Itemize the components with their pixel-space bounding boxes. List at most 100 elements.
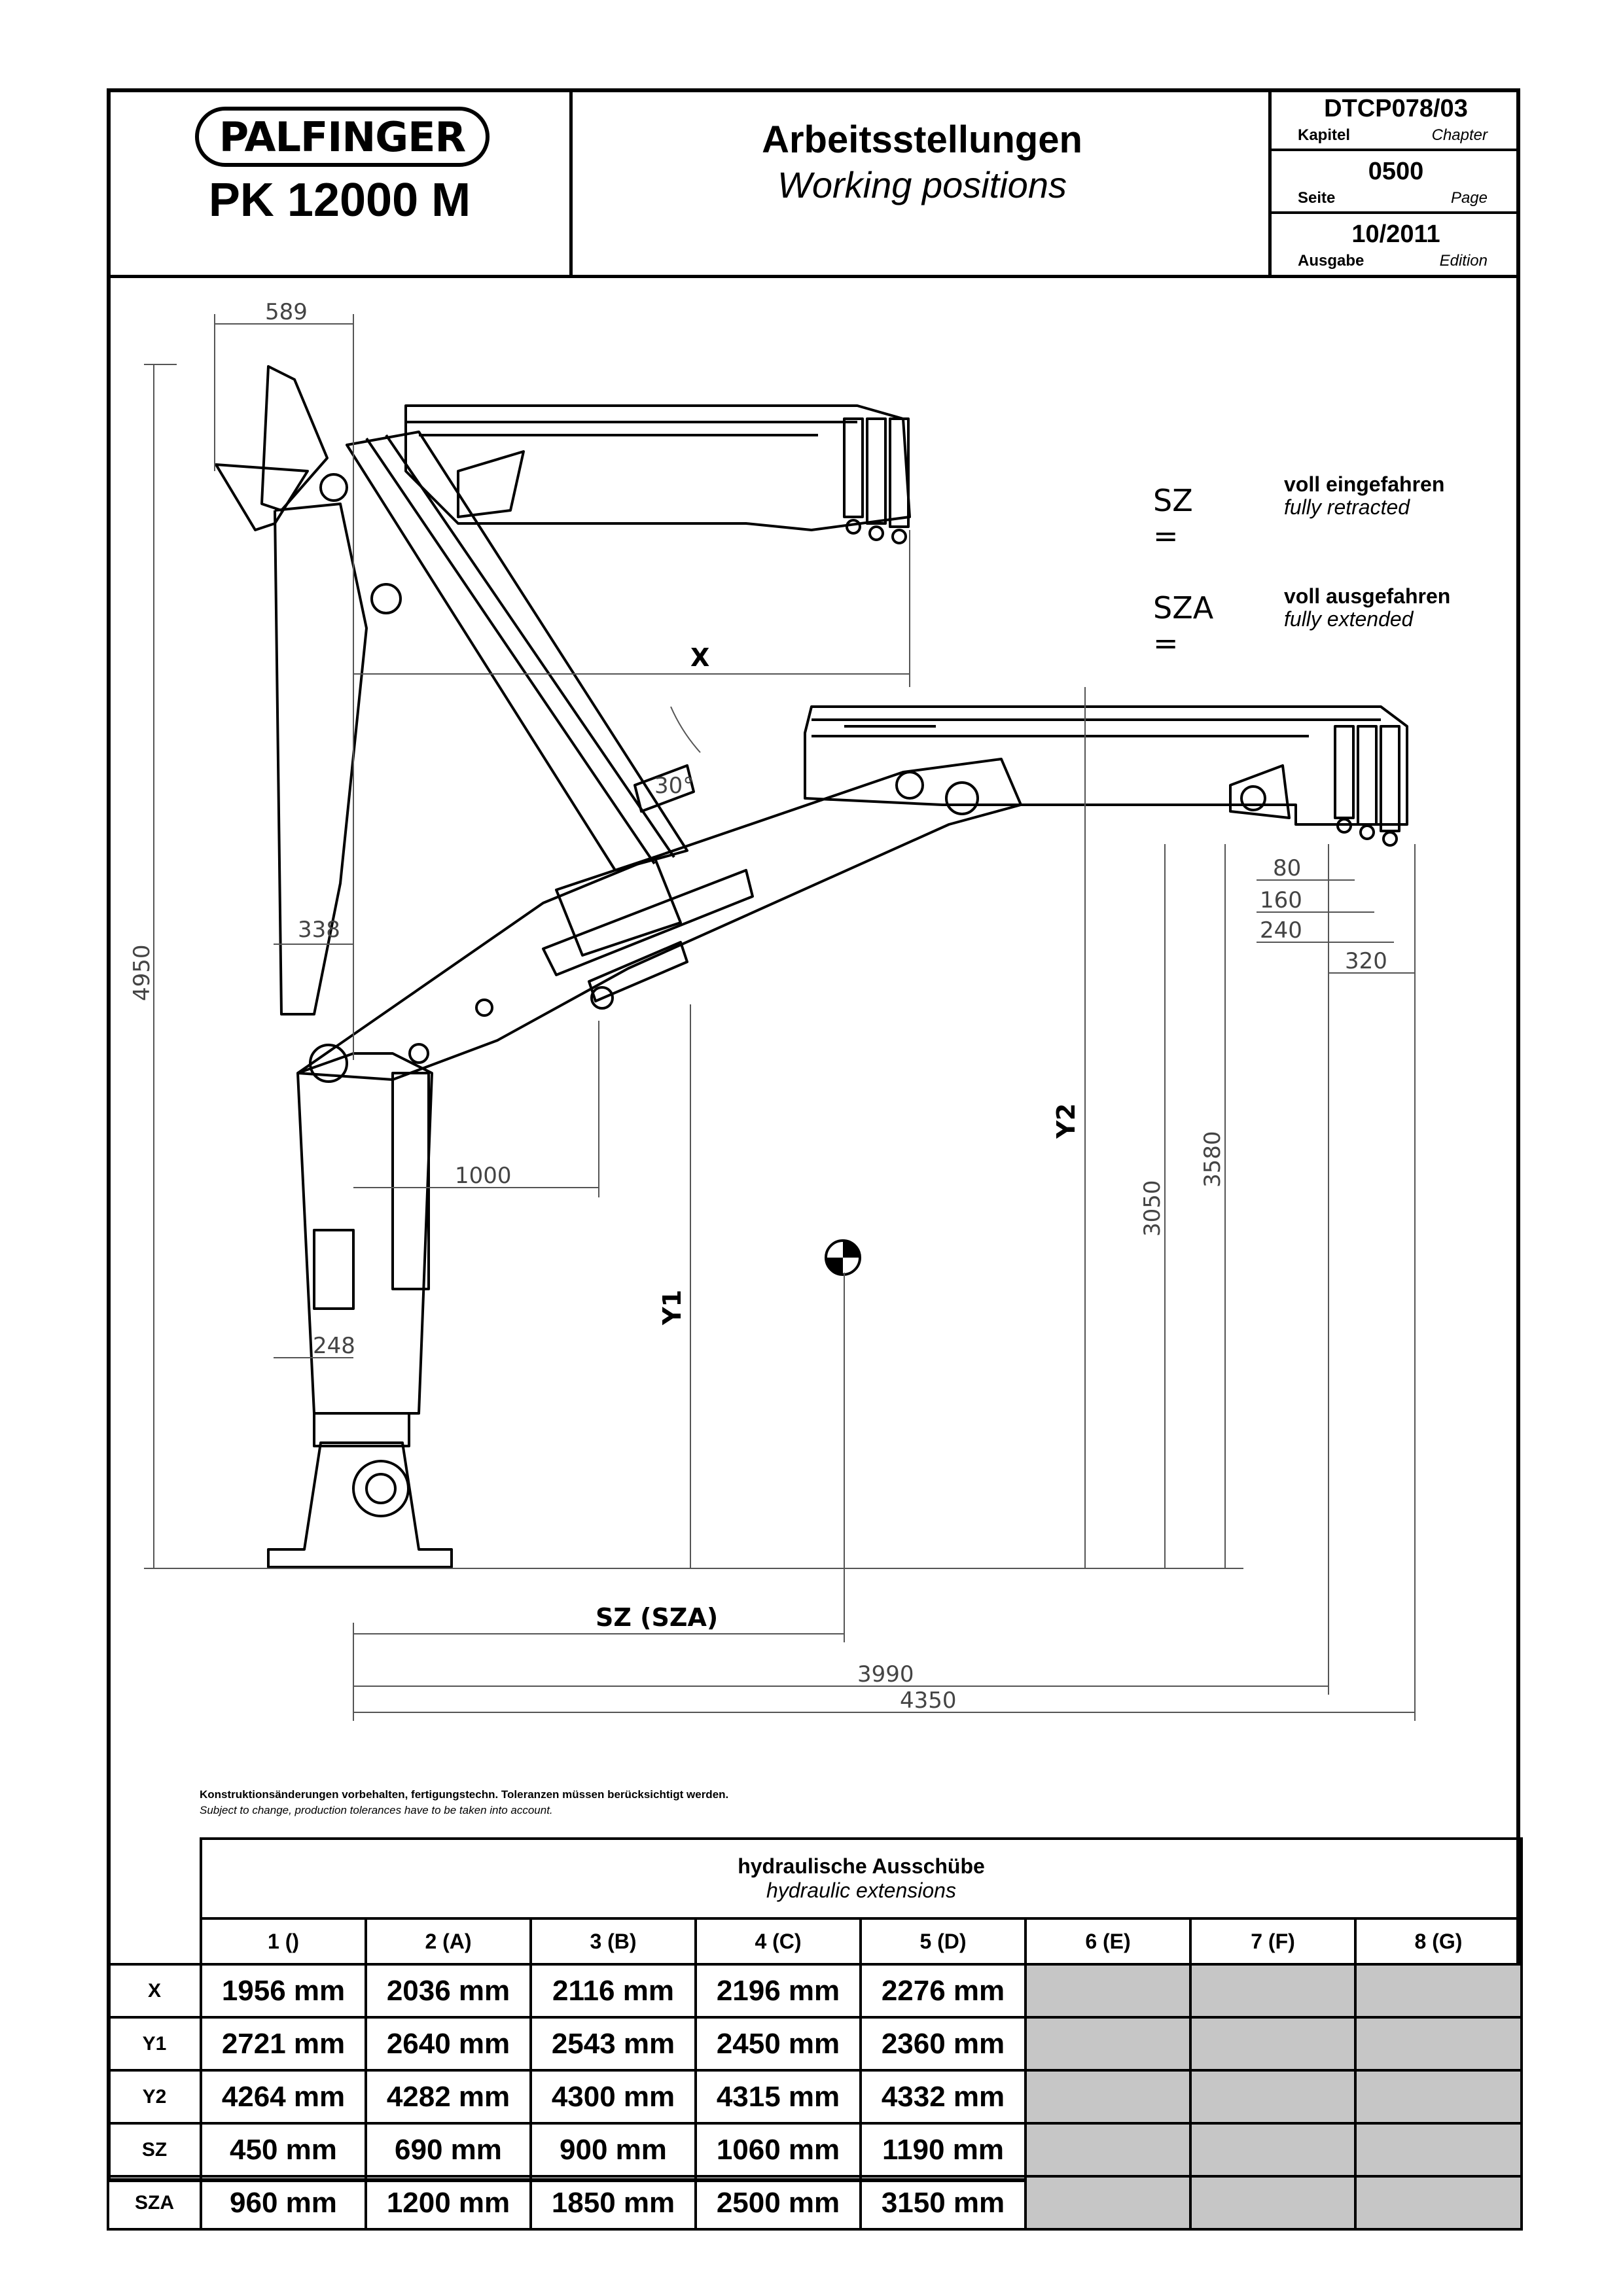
table-row: X 1956 mm 2036 mm 2116 mm 2196 mm 2276 m… xyxy=(107,1963,1523,2019)
dim-4350: 4350 xyxy=(900,1687,957,1714)
title-english: Working positions xyxy=(777,164,1067,205)
title-block: PALFINGER PK 12000 M Arbeitsstellungen W… xyxy=(107,88,1520,278)
column-header: 3 (B) xyxy=(529,1917,697,1966)
note-german: Konstruktionsänderungen vorbehalten, fer… xyxy=(200,1788,729,1801)
table-cell: 2543 mm xyxy=(529,2016,697,2072)
dim-3990: 3990 xyxy=(857,1661,914,1687)
table-caption: hydraulische Ausschübe hydraulic extensi… xyxy=(200,1837,1523,1920)
table-cell: 4315 mm xyxy=(694,2069,862,2125)
table-cell: 1060 mm xyxy=(694,2122,862,2178)
table-cell: 1956 mm xyxy=(200,1963,367,2019)
model-name: PK 12000 M xyxy=(208,174,471,226)
logo-cell: PALFINGER PK 12000 M xyxy=(107,88,573,278)
table-cell: 450 mm xyxy=(200,2122,367,2178)
label-y2: Y2 xyxy=(1052,1103,1080,1139)
table-cell: 1200 mm xyxy=(365,2175,532,2231)
page-label-en: Page xyxy=(1450,189,1488,207)
table-cell: 2450 mm xyxy=(694,2016,862,2072)
edition-value: 10/2011 xyxy=(1351,221,1440,248)
column-header: 2 (A) xyxy=(365,1917,532,1966)
table-cell-empty xyxy=(1354,1963,1523,2019)
chapter-label-en: Chapter xyxy=(1431,126,1488,144)
table-cell-empty xyxy=(1189,2122,1357,2178)
dimension-lines xyxy=(144,314,1416,1721)
table-corner xyxy=(108,1839,202,1964)
dim-80: 80 xyxy=(1273,855,1301,881)
edition-label-en: Edition xyxy=(1439,252,1488,270)
table-cell: 1190 mm xyxy=(859,2122,1027,2178)
legend-sza-english: fully extended xyxy=(1284,607,1414,631)
crane-working-positions-drawing: 589 4950 338 1000 248 3990 4350 80 160 2… xyxy=(129,299,1416,1721)
table-cell: 960 mm xyxy=(200,2175,367,2231)
center-of-gravity-symbol xyxy=(825,1239,861,1276)
table-cell-empty xyxy=(1024,1963,1192,2019)
table-row: Y2 4264 mm 4282 mm 4300 mm 4315 mm 4332 … xyxy=(107,2069,1523,2125)
table-cell-empty xyxy=(1354,2122,1523,2178)
legend-sza-key: SZA = xyxy=(1153,590,1214,661)
table-cell: 2721 mm xyxy=(200,2016,367,2072)
brand-logo: PALFINGER xyxy=(195,107,490,167)
legend-sza-german: voll ausgefahren xyxy=(1284,584,1451,608)
dim-3580: 3580 xyxy=(1200,1131,1226,1188)
row-label: Y1 xyxy=(107,2016,202,2072)
column-header: 1 () xyxy=(200,1917,367,1966)
table-cell-empty xyxy=(1189,1963,1357,2019)
table-row: SZ 450 mm 690 mm 900 mm 1060 mm 1190 mm xyxy=(107,2122,1523,2178)
table-row: SZA 960 mm 1200 mm 1850 mm 2500 mm 3150 … xyxy=(107,2175,1523,2231)
title-cell: Arbeitsstellungen Working positions xyxy=(573,88,1272,278)
dim-3050: 3050 xyxy=(1139,1180,1166,1237)
table-cell: 3150 mm xyxy=(859,2175,1027,2231)
row-label: SZA xyxy=(107,2175,202,2231)
table-cell: 2116 mm xyxy=(529,1963,697,2019)
table-cell: 1850 mm xyxy=(529,2175,697,2231)
dim-4950: 4950 xyxy=(129,944,155,1001)
table-cell: 2196 mm xyxy=(694,1963,862,2019)
title-german: Arbeitsstellungen xyxy=(762,118,1082,161)
table-cell: 2500 mm xyxy=(694,2175,862,2231)
table-cell: 4264 mm xyxy=(200,2069,367,2125)
column-header: 8 (G) xyxy=(1354,1917,1523,1966)
dim-248: 248 xyxy=(313,1333,355,1359)
page-value: 0500 xyxy=(1368,158,1424,185)
dim-240: 240 xyxy=(1260,917,1302,944)
dim-1000: 1000 xyxy=(455,1163,512,1189)
table-row: Y1 2721 mm 2640 mm 2543 mm 2450 mm 2360 … xyxy=(107,2016,1523,2072)
row-label: SZ xyxy=(107,2122,202,2178)
column-header: 5 (D) xyxy=(859,1917,1027,1966)
table-cell-empty xyxy=(1189,2175,1357,2231)
hydraulic-extensions-table: hydraulische Ausschübe hydraulic extensi… xyxy=(107,1837,1523,2231)
row-label: Y2 xyxy=(107,2069,202,2125)
label-sz-sza: SZ (SZA) xyxy=(596,1603,718,1632)
table-cell: 2036 mm xyxy=(365,1963,532,2019)
table-cell: 900 mm xyxy=(529,2122,697,2178)
table-cell-empty xyxy=(1189,2016,1357,2072)
table-cell-empty xyxy=(1354,2016,1523,2072)
chapter-field: DTCP078/03 Kapitel Chapter xyxy=(1272,88,1520,151)
table-cell: 2640 mm xyxy=(365,2016,532,2072)
chapter-label-de: Kapitel xyxy=(1298,126,1351,144)
table-cell: 4332 mm xyxy=(859,2069,1027,2125)
table-cell: 690 mm xyxy=(365,2122,532,2178)
label-x: X xyxy=(690,643,709,672)
table-cell-empty xyxy=(1189,2069,1357,2125)
chapter-value: DTCP078/03 xyxy=(1324,95,1468,122)
dim-589: 589 xyxy=(265,299,308,325)
table-cell-empty xyxy=(1024,2016,1192,2072)
page-field: 0500 Seite Page xyxy=(1272,151,1520,214)
edition-field: 10/2011 Ausgabe Edition xyxy=(1272,214,1520,277)
legend-sz-key: SZ = xyxy=(1153,483,1193,554)
column-header: 7 (F) xyxy=(1189,1917,1357,1966)
column-header: 4 (C) xyxy=(694,1917,862,1966)
dim-320: 320 xyxy=(1345,948,1387,974)
page-label-de: Seite xyxy=(1298,189,1336,207)
table-cell-empty xyxy=(1024,2122,1192,2178)
crane-outline xyxy=(215,365,1408,1568)
dim-angle-30: 30° xyxy=(654,773,694,799)
legend-sz-english: fully retracted xyxy=(1284,495,1410,519)
legend-sz-german: voll eingefahren xyxy=(1284,472,1445,496)
table-cell: 4300 mm xyxy=(529,2069,697,2125)
dim-338: 338 xyxy=(298,917,340,943)
dimension-labels: 589 4950 338 1000 248 3990 4350 80 160 2… xyxy=(129,299,1387,1714)
table-cell: 2276 mm xyxy=(859,1963,1027,2019)
note-english: Subject to change, production tolerances… xyxy=(200,1804,553,1816)
